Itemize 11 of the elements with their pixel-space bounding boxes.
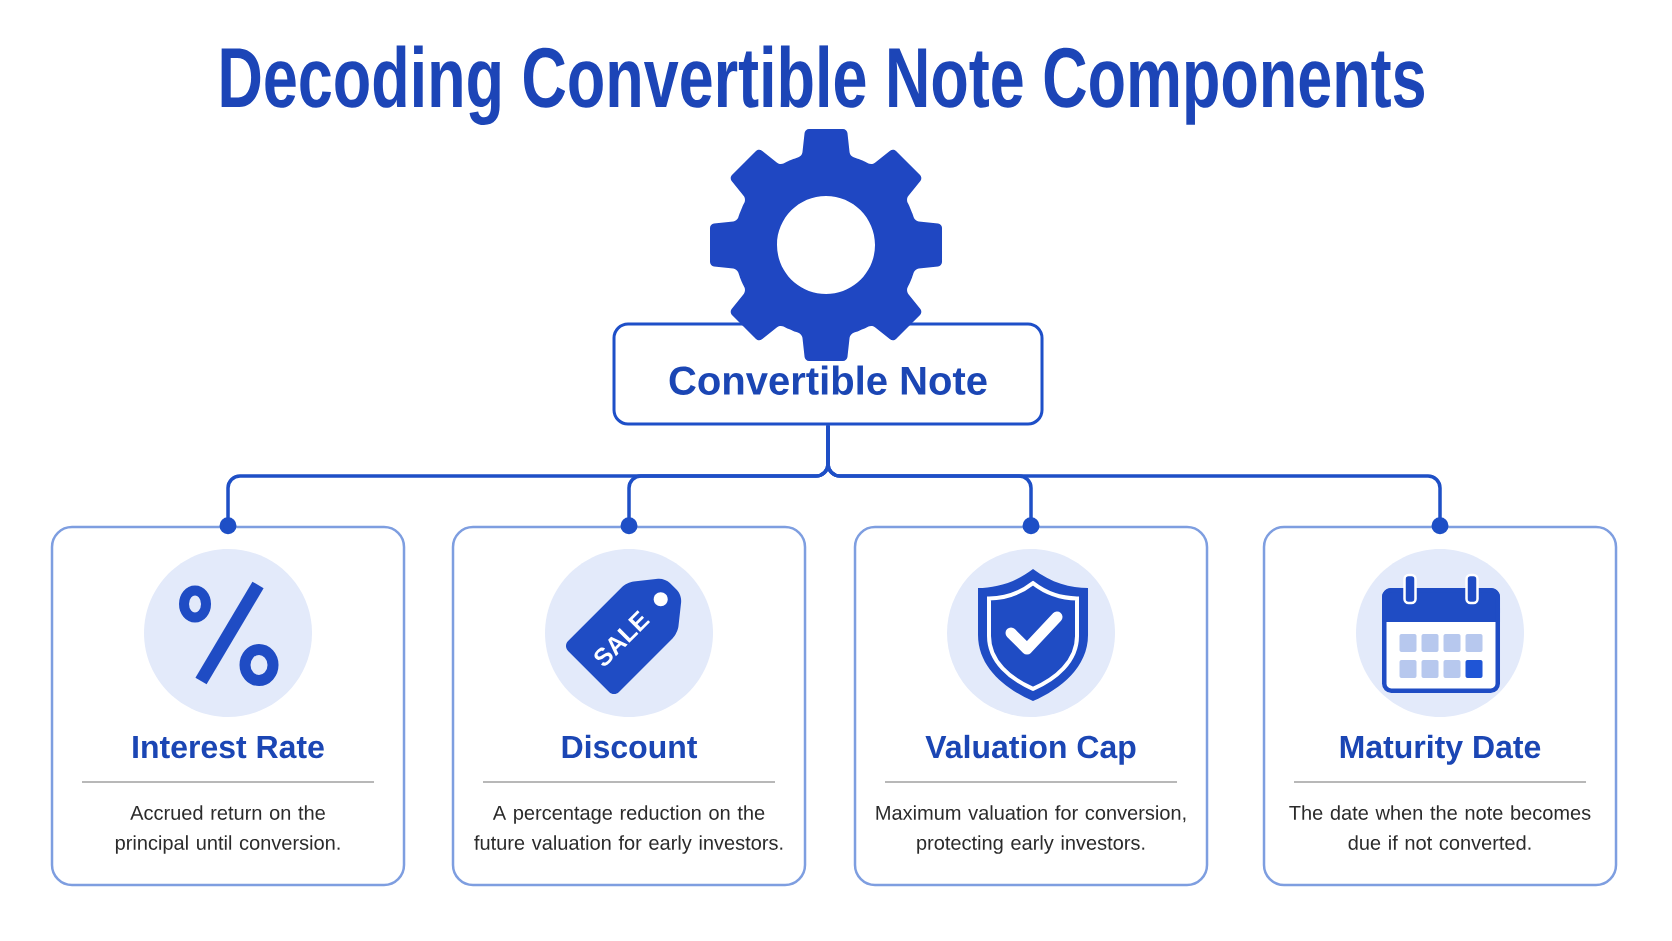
heading: Interest Rate xyxy=(133,736,324,759)
description: Accrued return on the principal until conversion. xyxy=(115,805,340,854)
description: Maximum valuation for conversion, protecting early investors. xyxy=(876,805,1186,854)
heading: Valuation Cap xyxy=(925,734,1136,765)
heading: Discount xyxy=(562,734,698,759)
root-box: Convertible Note xyxy=(612,322,1044,426)
description: The date when the note becomes due if not converted. xyxy=(1289,805,1591,850)
heading: Maturity Date xyxy=(1340,734,1541,765)
connector xyxy=(826,425,1449,535)
description: A percentage reduction on the future valuation for early investors. xyxy=(474,805,783,854)
title: Decoding Convertible Note Components xyxy=(221,45,1424,125)
